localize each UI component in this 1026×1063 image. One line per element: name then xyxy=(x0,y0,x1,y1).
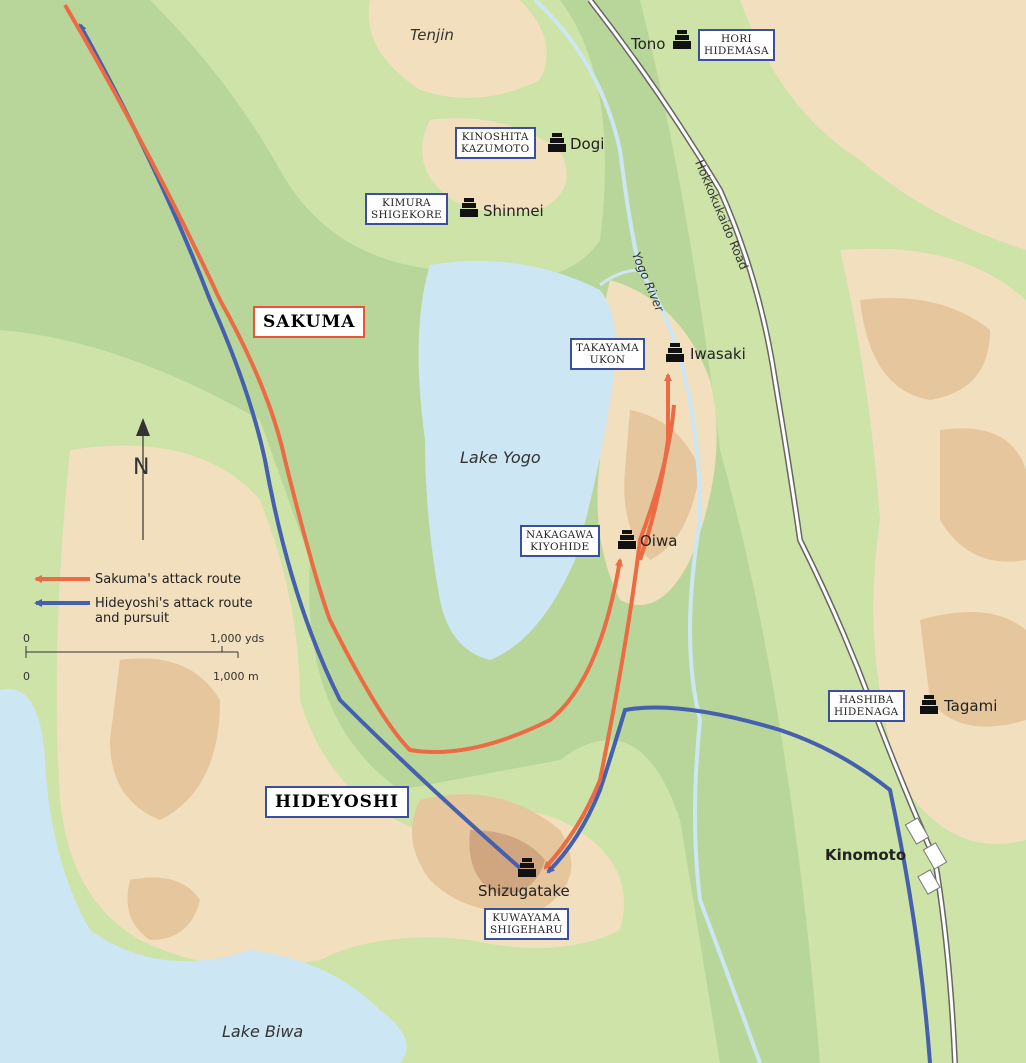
castle-icon xyxy=(673,30,691,49)
castle-icon xyxy=(666,343,684,362)
north-arrow-icon xyxy=(136,418,150,436)
tenjin-hill xyxy=(368,0,547,98)
sakuma-route-oiwa xyxy=(63,3,623,754)
place-tono: Tono xyxy=(631,35,666,53)
scale-m-label: 1,000 m xyxy=(213,670,259,683)
place-oiwa: Oiwa xyxy=(640,532,678,550)
kinomoto-block-2 xyxy=(922,842,948,870)
hideyoshi-route-kinomoto xyxy=(546,705,932,1063)
lake-yogo-label: Lake Yogo xyxy=(460,448,541,467)
east-hill-mid-1 xyxy=(860,298,990,400)
sw-hill-mid-1 xyxy=(110,658,220,820)
castle-icon xyxy=(618,530,636,549)
place-shizugatake: Shizugatake xyxy=(478,882,570,900)
army-sakuma: SAKUMA xyxy=(253,306,366,338)
place-tenjin: Tenjin xyxy=(410,26,454,44)
hideyoshi-route-pursuit xyxy=(78,23,522,870)
ne-hill xyxy=(740,0,1026,250)
east-hill-mid-2 xyxy=(940,428,1026,562)
scale-yds-label: 1,000 yds xyxy=(210,632,265,645)
place-tagami: Tagami xyxy=(944,697,998,715)
castle-icon xyxy=(548,133,566,152)
shizugatake-summit xyxy=(469,830,545,895)
army-hideyoshi: HIDEYOSHI xyxy=(265,786,409,818)
castle-icon xyxy=(460,198,478,217)
place-iwasaki: Iwasaki xyxy=(690,345,746,363)
castle-icon xyxy=(518,858,536,877)
scale-zero-yds: 0 xyxy=(23,632,30,645)
kinomoto-block-3 xyxy=(917,869,941,895)
yogo-river xyxy=(533,0,762,1063)
river-link xyxy=(599,268,641,287)
lake-biwa-label: Lake Biwa xyxy=(222,1022,304,1041)
kinomoto-block-1 xyxy=(904,817,930,845)
lake-yogo xyxy=(418,260,616,660)
sw-hill-mid-2 xyxy=(127,877,200,940)
scale-zero-m: 0 xyxy=(23,670,30,683)
east-hill-mid-3 xyxy=(920,612,1026,727)
place-dogi: Dogi xyxy=(570,135,605,153)
legend-sakuma: Sakuma's attack route xyxy=(95,572,241,587)
place-shinmei: Shinmei xyxy=(483,202,544,220)
place-kinomoto: Kinomoto xyxy=(825,846,907,864)
legend-hideyoshi: Hideyoshi's attack route and pursuit xyxy=(95,596,253,626)
castle-icon xyxy=(920,695,938,714)
lake-biwa xyxy=(0,688,407,1063)
sakuma-route-shizugatake xyxy=(543,404,676,870)
north-label: N xyxy=(133,455,150,480)
